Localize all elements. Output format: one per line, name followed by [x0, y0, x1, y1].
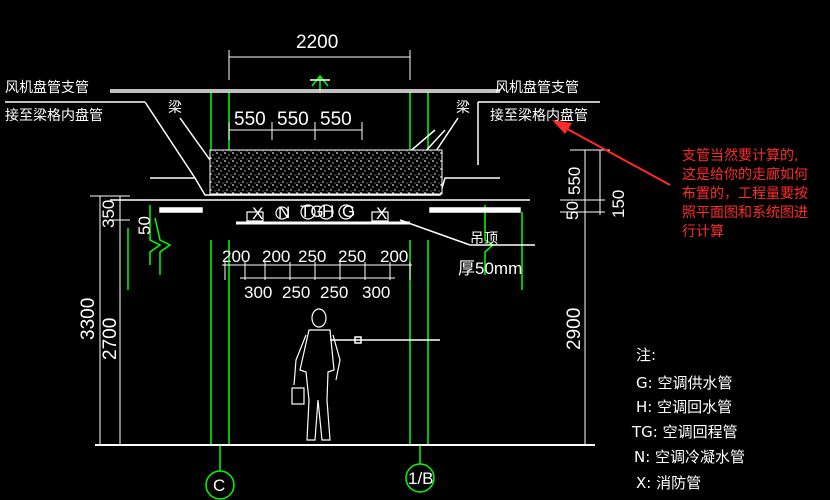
axis-label-c: C — [213, 476, 225, 495]
pipe-n — [275, 206, 289, 220]
legend-item-x: X: 消防管 — [636, 474, 701, 492]
pipe-g — [338, 204, 354, 220]
pipe-tag-x-right: X — [376, 204, 387, 223]
pipe-dim-top-5: 200 — [380, 247, 408, 266]
ceiling-leader — [399, 219, 471, 246]
pipe-x-left — [246, 211, 264, 222]
pipe-dim-bottom-2: 250 — [282, 283, 310, 302]
pipe-dim-top-2: 200 — [262, 247, 290, 266]
right-branch-label-1: 风机盘管支管 — [495, 79, 579, 96]
beam-outline — [150, 177, 500, 196]
pipe-circles — [246, 204, 389, 222]
left-break-symbol-2 — [154, 217, 172, 275]
dim-2200: 2200 — [296, 32, 338, 53]
duct-insulation — [209, 149, 443, 195]
red-arrow-line — [559, 124, 671, 186]
annotation-line-1: 支管当然要计算的, — [682, 147, 798, 164]
pipe-tag-tg: TG — [300, 202, 324, 221]
pipe-tag-x-left: X — [252, 204, 263, 223]
axis-label-1b: 1/B — [408, 469, 434, 488]
pipe-dim-top-4: 250 — [338, 247, 366, 266]
pipe-dim-bottom-3: 250 — [320, 283, 348, 302]
legend: 注: G: 空调供水管 H: 空调回水管 TG: 空调回程管 N: 空调冷凝水管… — [631, 346, 745, 492]
dim-3300: 3300 — [78, 298, 99, 340]
dim-duct-3: 550 — [320, 109, 352, 130]
dim-2700: 2700 — [100, 318, 121, 360]
annotation-line-4: 照平面图和系统图进 — [682, 205, 808, 221]
person-figure — [291, 308, 341, 441]
legend-item-g: G: 空调供水管 — [636, 374, 732, 392]
top-break-mark — [311, 74, 329, 87]
beam-right-label: 梁 — [456, 100, 470, 116]
ceiling-left — [159, 207, 203, 213]
red-annotation: 支管当然要计算的, 这是给你的走廊如何 布置的，工程量要按 照平面图和系统图进 … — [552, 120, 808, 240]
red-arrow-head — [552, 120, 572, 134]
pipe-tag-h: H — [322, 202, 334, 221]
dim-150-right: 150 — [609, 190, 628, 218]
pipe-dim-bottom-1: 300 — [244, 283, 272, 302]
legend-title: 注: — [636, 346, 656, 364]
annotation-line-5: 行计算 — [682, 224, 724, 240]
left-branch-label-1: 风机盘管支管 — [5, 79, 89, 96]
floor-lines — [5, 79, 600, 446]
left-branch-label-2: 接至梁格内盘管 — [5, 107, 103, 124]
ceiling-thickness-label: 厚50mm — [458, 259, 522, 278]
pipe-tg — [300, 204, 316, 220]
dim-50-right: 50 — [563, 201, 582, 220]
beam-left-label: 梁 — [168, 100, 182, 116]
pipe-tag-n: N — [278, 203, 290, 222]
dim-duct-2: 550 — [277, 109, 309, 130]
dim-350: 350 — [99, 200, 118, 228]
ceiling-right — [429, 207, 521, 213]
ceiling-label: 吊顶 — [470, 231, 498, 247]
legend-item-h: H: 空调回水管 — [636, 398, 732, 416]
pipe-h — [318, 204, 334, 220]
annotation-line-2: 这是给你的走廊如何 — [682, 166, 808, 183]
legend-item-n: N: 空调冷凝水管 — [634, 448, 745, 466]
dim-50-left: 50 — [135, 216, 154, 235]
dim-550-right: 550 — [565, 167, 584, 195]
pipe-dim-top-3: 250 — [298, 247, 326, 266]
pipe-tag-g: G — [342, 202, 355, 221]
pipe-x-right — [371, 211, 389, 222]
pipe-callout-box — [354, 336, 362, 344]
left-break-symbol — [149, 205, 162, 265]
legend-item-tg: TG: 空调回程管 — [631, 423, 738, 441]
left-leader — [144, 101, 196, 179]
dim-duct-1: 550 — [234, 109, 266, 130]
dim-2900: 2900 — [564, 308, 585, 350]
annotation-line-3: 布置的，工程量要按 — [682, 186, 808, 202]
pipe-dim-top-1: 200 — [222, 247, 250, 266]
dimension-lines — [90, 50, 610, 445]
beam-left-leader — [179, 117, 211, 161]
right-branch-label-2: 接至梁格内盘管 — [490, 107, 588, 124]
pipe-dim-bottom-4: 300 — [362, 283, 390, 302]
